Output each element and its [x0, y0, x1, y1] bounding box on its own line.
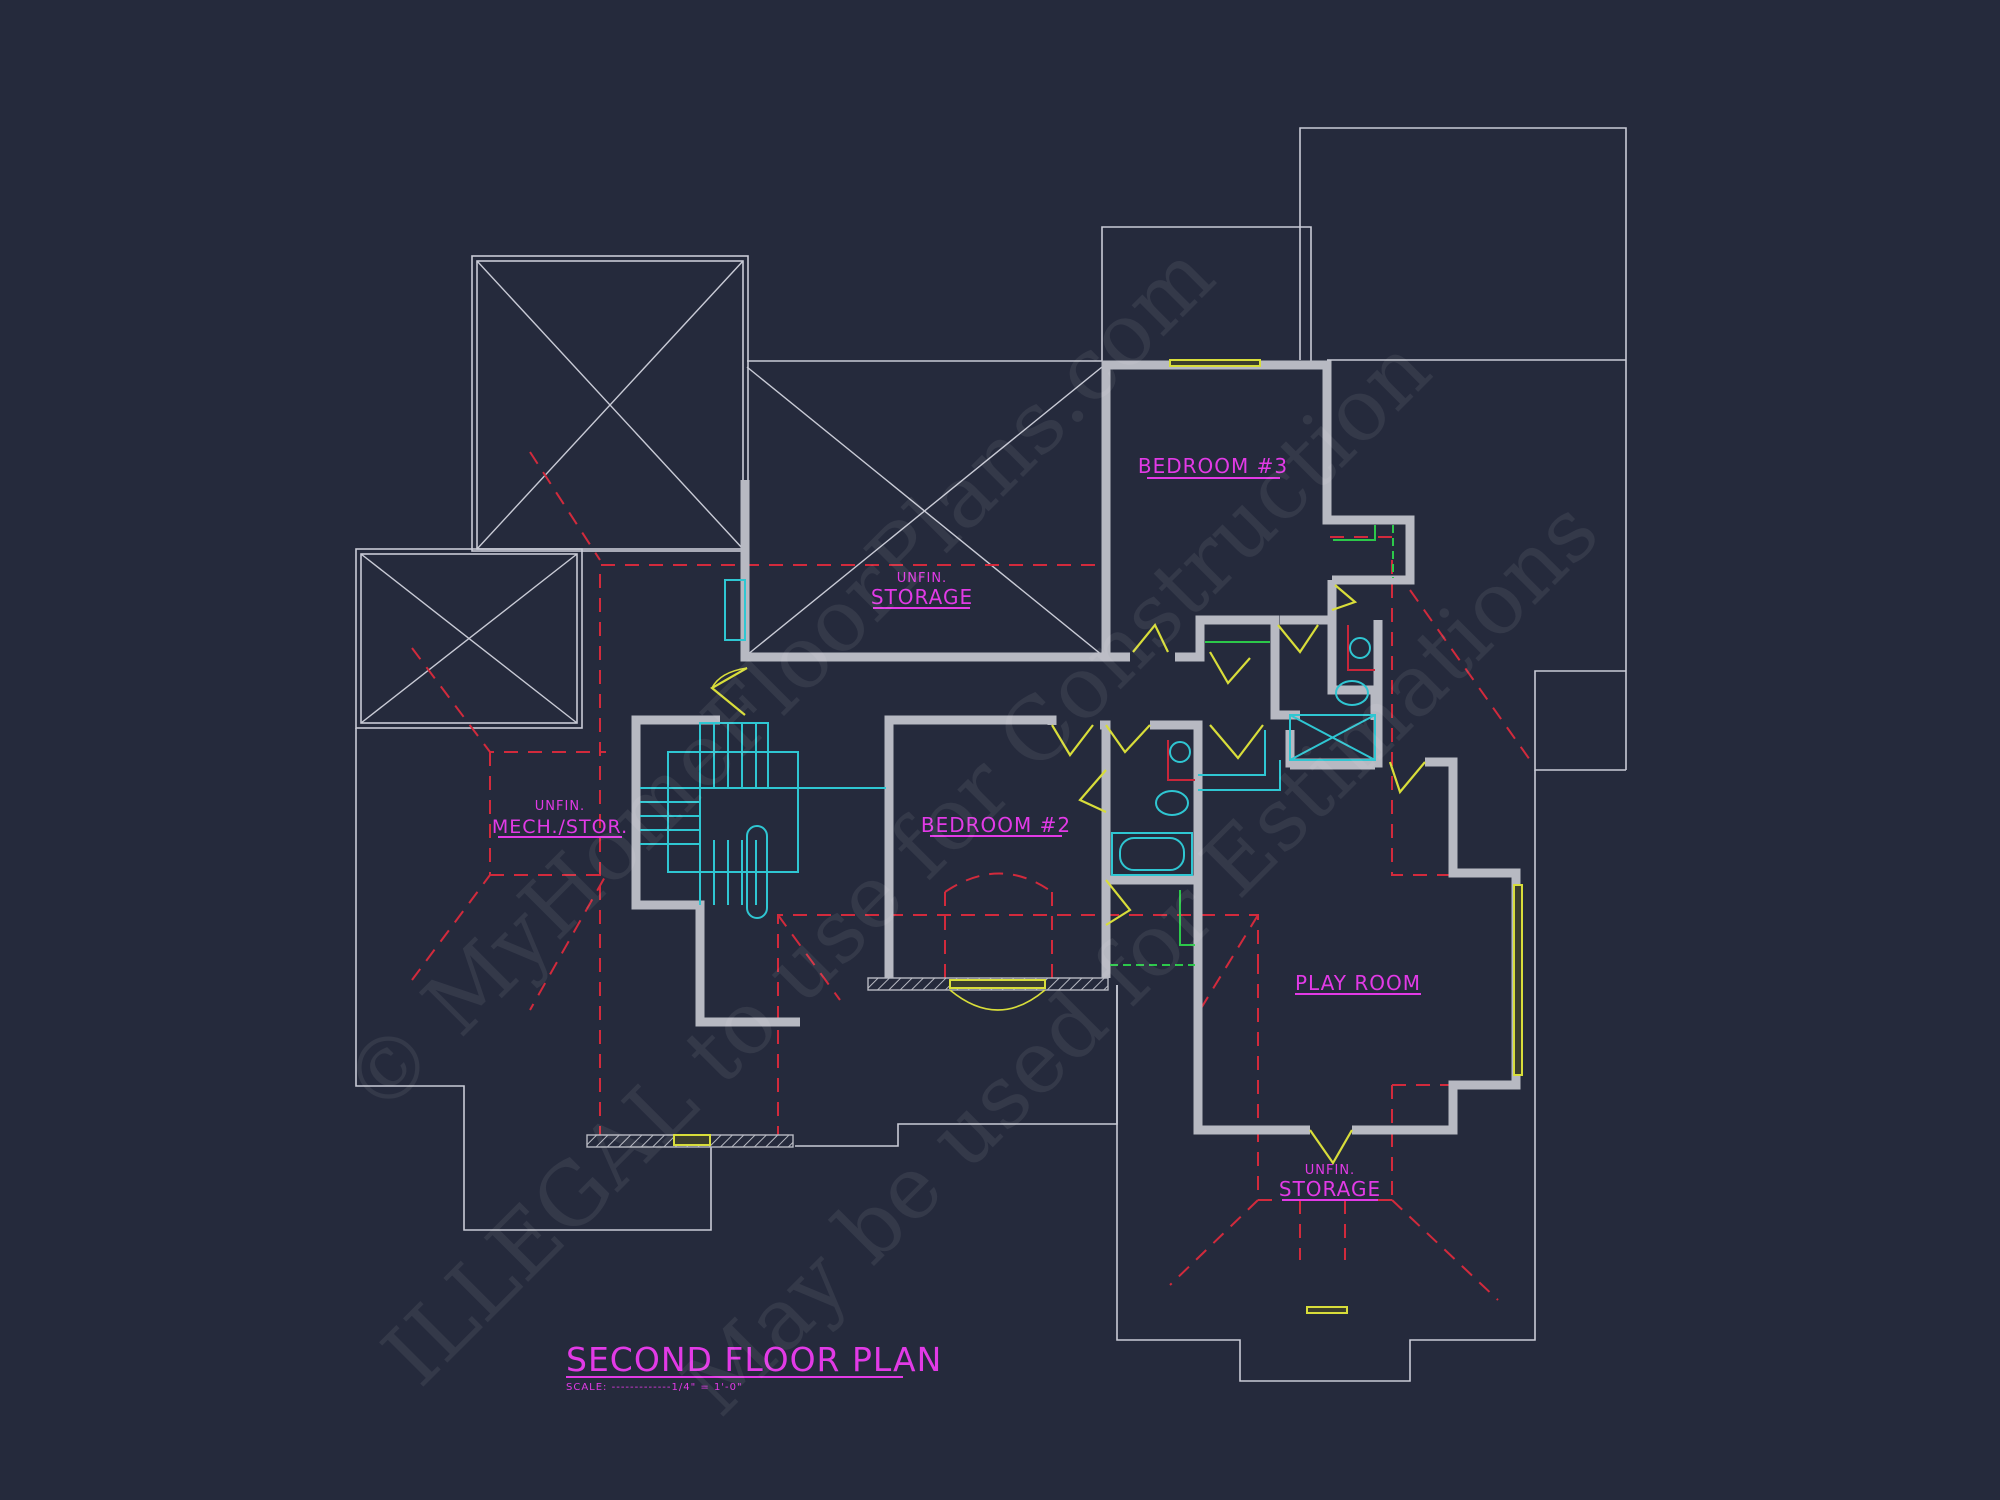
roof-outline — [355, 127, 1627, 1382]
stairs — [640, 722, 886, 919]
svg-text:STORAGE: STORAGE — [871, 585, 973, 609]
doors-windows — [673, 359, 1523, 1314]
drawing-scale: SCALE: -------------1/4" = 1'-0" — [566, 1382, 743, 1393]
svg-text:PLAY ROOM: PLAY ROOM — [1295, 971, 1421, 995]
svg-text:BEDROOM #2: BEDROOM #2 — [921, 813, 1071, 837]
bath-fixtures — [724, 579, 1376, 876]
room-label-unfin-mech-stor: UNFIN. MECH./STOR. — [492, 799, 628, 838]
svg-text:UNFIN.: UNFIN. — [1305, 1163, 1355, 1178]
svg-text:UNFIN.: UNFIN. — [897, 571, 947, 586]
svg-text:BEDROOM #3: BEDROOM #3 — [1138, 454, 1288, 478]
svg-text:STORAGE: STORAGE — [1279, 1177, 1381, 1201]
room-label-unfin-storage-bottom: UNFIN. STORAGE — [1279, 1163, 1381, 1201]
room-label-bedroom-3: BEDROOM #3 — [1138, 454, 1288, 479]
room-label-unfin-storage-top: UNFIN. STORAGE — [871, 571, 973, 609]
drawing-title-block: SECOND FLOOR PLAN SCALE: -------------1/… — [566, 1340, 942, 1393]
room-label-bedroom-2: BEDROOM #2 — [921, 813, 1071, 837]
drawing-title: SECOND FLOOR PLAN — [566, 1340, 942, 1379]
room-label-play-room: PLAY ROOM — [1295, 971, 1421, 995]
svg-text:UNFIN.: UNFIN. — [535, 799, 585, 814]
shelving — [1110, 525, 1394, 966]
svg-text:MECH./STOR.: MECH./STOR. — [492, 816, 628, 838]
hidden-lines — [411, 451, 1531, 1301]
